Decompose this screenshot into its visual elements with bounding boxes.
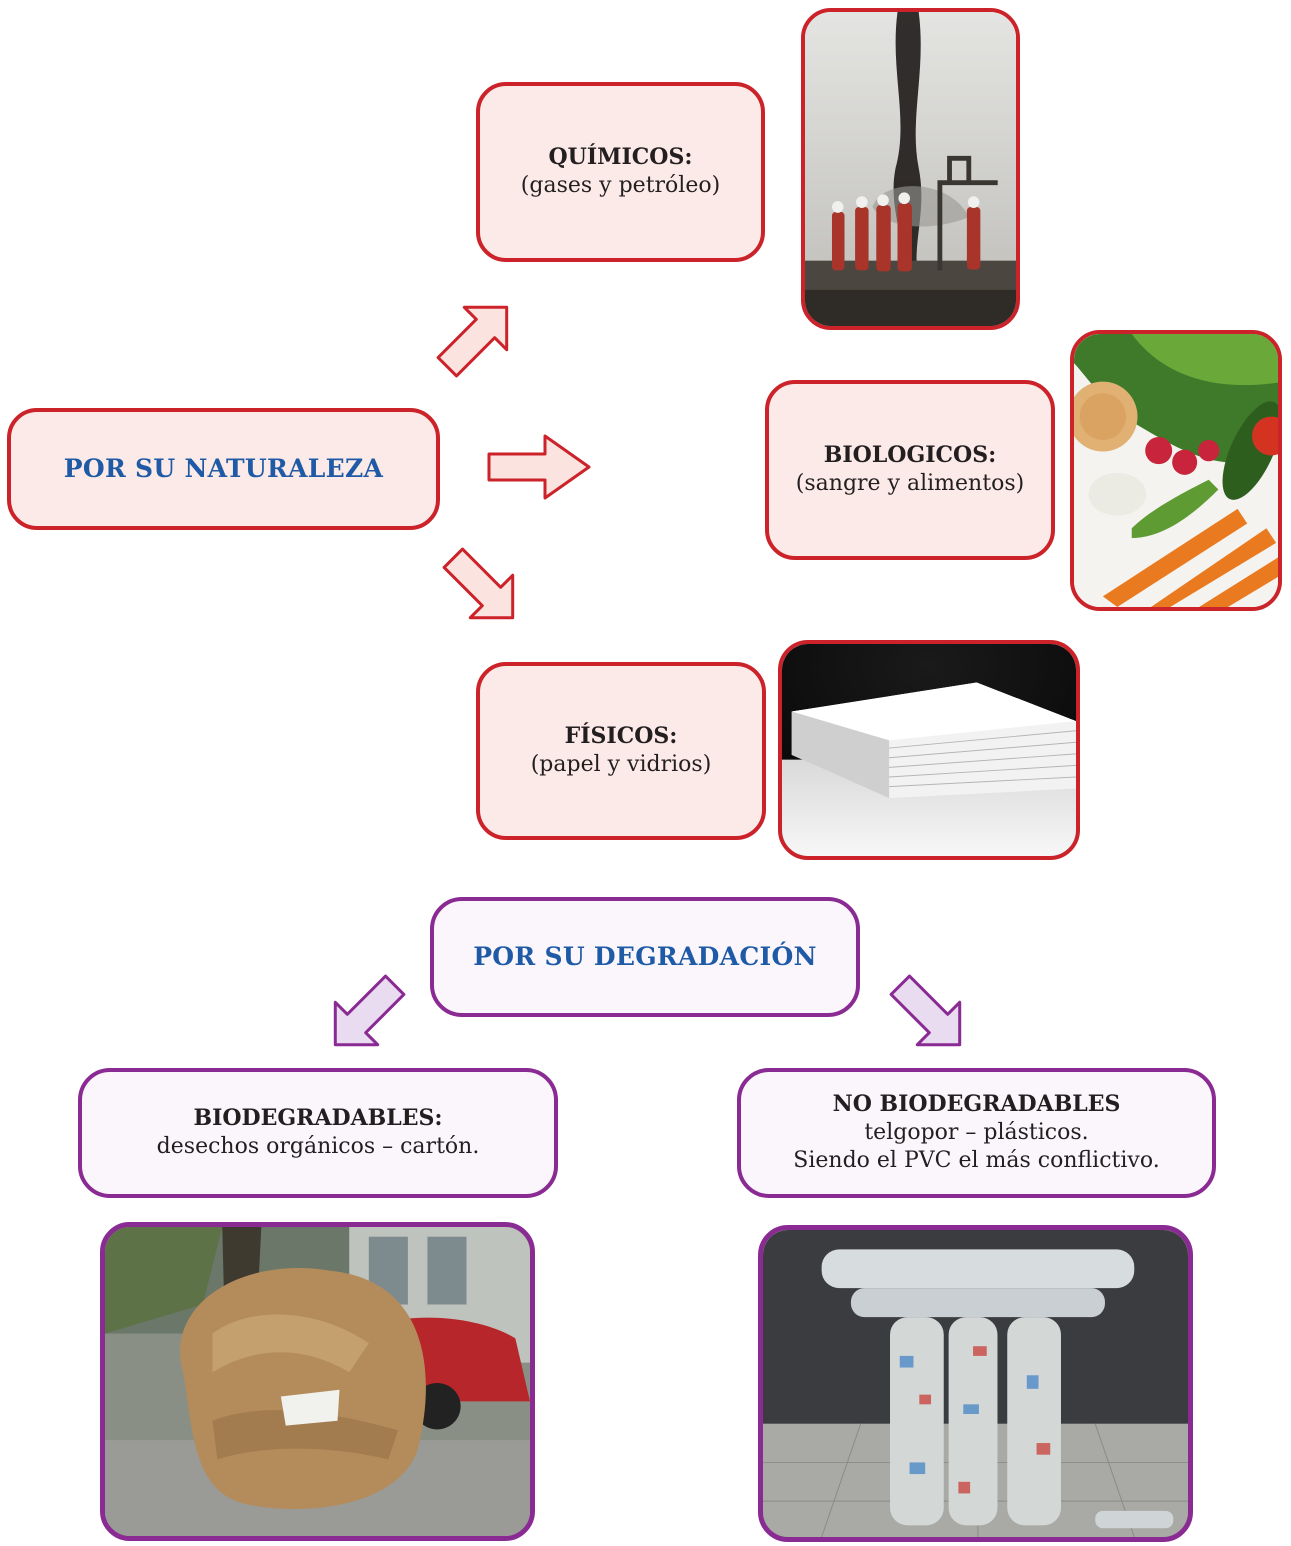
naturaleza-main-box: POR SU NATURALEZA [7,408,440,530]
arrow-down-left-icon [333,974,406,1047]
no-biodegradables-title: NO BIODEGRADABLES [832,1091,1121,1118]
no-biodegradables-desc-line1: telgopor – plásticos. [864,1119,1089,1145]
oil-gusher-photo [801,8,1020,330]
quimicos-desc: (gases y petróleo) [520,173,721,198]
biodegradables-box: BIODEGRADABLES: desechos orgánicos – car… [78,1068,558,1198]
plastic-bottles-photo [758,1225,1193,1542]
no-biodegradables-desc-line2: Siendo el PVC el más conflictivo. [793,1148,1160,1174]
degradacion-title: POR SU DEGRADACIÓN [473,941,817,971]
paper-stack-photo [778,640,1080,860]
arrow-down-right-icon [442,547,515,620]
fisicos-desc: (papel y vidrios) [530,752,712,777]
fisicos-title: FÍSICOS: [564,723,678,750]
arrow-down-right-purple-icon [889,974,962,1047]
biodegradables-desc: desechos orgánicos – cartón. [156,1134,480,1159]
quimicos-box: QUÍMICOS: (gases y petróleo) [476,82,765,262]
biologicos-box: BIOLOGICOS: (sangre y alimentos) [765,380,1055,560]
no-biodegradables-box: NO BIODEGRADABLES telgopor – plásticos. … [737,1068,1216,1198]
biologicos-title: BIOLOGICOS: [823,442,997,469]
biodegradables-title: BIODEGRADABLES: [193,1105,443,1132]
cardboard-bale-photo [100,1222,535,1541]
fisicos-box: FÍSICOS: (papel y vidrios) [476,662,766,840]
quimicos-title: QUÍMICOS: [548,144,693,171]
biologicos-desc: (sangre y alimentos) [795,471,1025,496]
arrow-up-right-icon [436,305,509,378]
vegetables-photo [1070,330,1282,611]
degradacion-main-box: POR SU DEGRADACIÓN [430,897,860,1017]
arrow-right-icon [487,434,591,500]
naturaleza-title: POR SU NATURALEZA [63,453,384,483]
